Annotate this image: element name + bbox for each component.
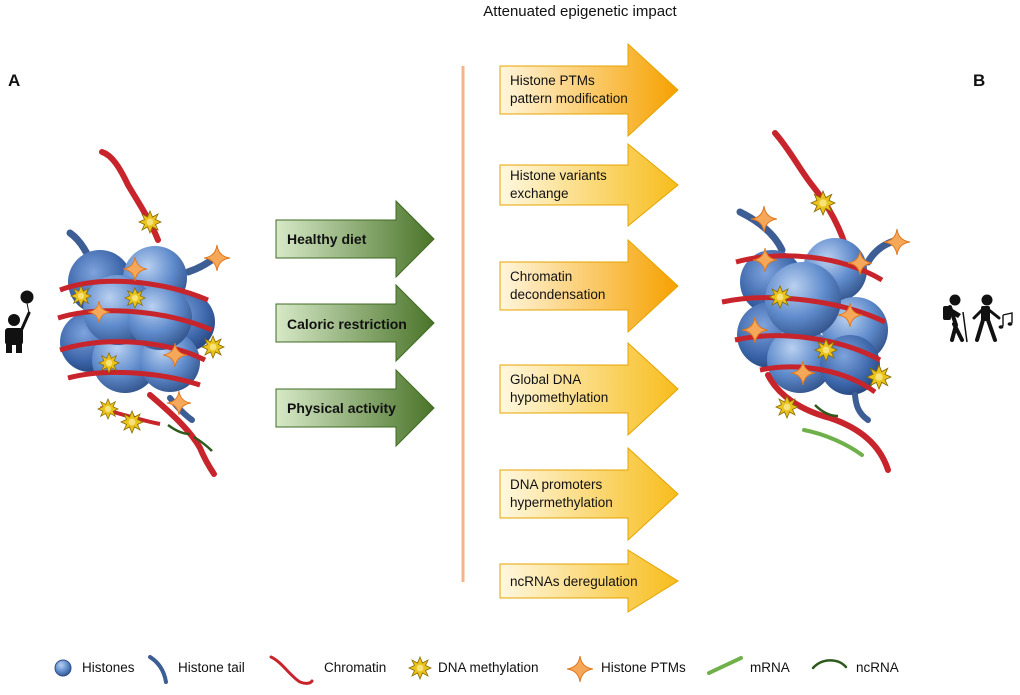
child-with-balloon-icon [5, 290, 34, 353]
arrow-healthy-diet [275, 199, 435, 279]
arrow-dna-promoters-hypermethylation [499, 446, 679, 542]
panel-b-label: B [973, 71, 986, 90]
legend-label-histones: Histones [82, 660, 135, 675]
histone-legend-icon [54, 659, 72, 677]
intervention-label-caloric-restriction: Caloric restriction [287, 316, 407, 332]
intervention-label-physical-activity: Physical activity [287, 400, 396, 416]
ncrna-legend-icon [811, 659, 848, 670]
arrow-chromatin-decondensation [499, 238, 679, 334]
legend-label-histone-tail: Histone tail [178, 660, 245, 675]
legend-icons [54, 655, 848, 685]
arrow-caloric-restriction [275, 283, 435, 363]
hiking-people-icon [943, 294, 1013, 343]
legend-label-dna-methylation: DNA methylation [438, 660, 539, 675]
arrow-physical-activity [275, 368, 435, 448]
legend-label-histone-ptms: Histone PTMs [601, 660, 686, 675]
legend-label-ncrna: ncRNA [856, 660, 899, 675]
nucleosome-b [721, 130, 910, 473]
panel-a-label: A [8, 71, 21, 90]
histone-tail-legend-icon [148, 655, 168, 684]
intervention-label-healthy-diet: Healthy diet [287, 231, 367, 247]
figure-title: Attenuated epigenetic impact [483, 3, 677, 20]
arrow-histone-ptms [499, 42, 679, 138]
chromatin-legend-icon [269, 655, 314, 685]
mrna-legend-icon [707, 656, 743, 675]
legend-label-mrna: mRNA [750, 660, 790, 675]
nucleosome-a [57, 149, 230, 477]
arrow-global-dna-hypomethylation [499, 341, 679, 437]
arrow-histone-variants [499, 142, 679, 228]
effect-label-ncrnas-deregulation: ncRNAs deregulation [510, 574, 638, 589]
legend-label-chromatin: Chromatin [324, 660, 387, 675]
arrow-ncrnas-deregulation [499, 549, 679, 613]
